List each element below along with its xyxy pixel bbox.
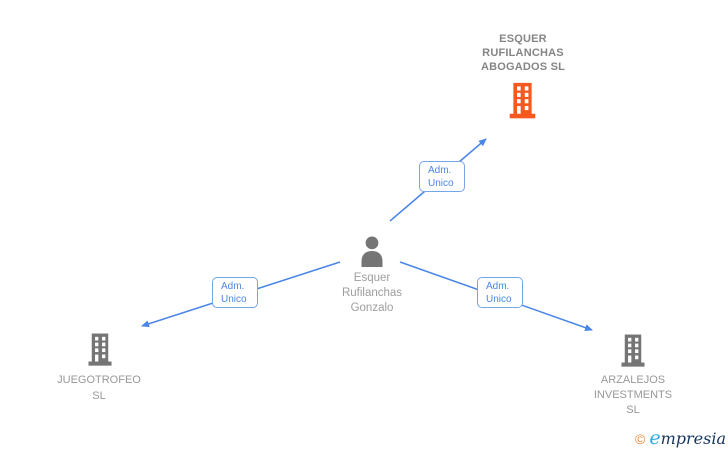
brand-rest: mpresia [660,429,726,448]
company-right-name-line1: ARZALEJOS [600,374,666,386]
edge-label-line1: Adm. [221,280,245,292]
building-icon[interactable] [86,333,114,367]
company-right-name-line2: INVESTMENTS [593,389,673,401]
building-icon[interactable] [619,334,647,368]
brand-wordmark: empresia [649,429,726,448]
company-left-name-line2: SL [92,390,106,402]
company-left-name-line1: JUEGOTROFEO [57,374,141,386]
company-right-name-line3: SL [626,404,640,416]
edge-label-adm-unico-top: Adm. Unico [419,161,465,192]
person-name-line3: Gonzalo [350,302,394,314]
edge-label-line1: Adm. [486,280,510,292]
edge-label-line1: Adm. [428,164,452,176]
company-top-name-line3: ABOGADOS SL [480,61,566,73]
company-top-name-line1: ESQUER [499,33,547,45]
empresia-logo[interactable]: © empresia [635,429,726,448]
company-left-name[interactable]: JUEGOTROFEO SL [39,372,159,404]
company-right-name[interactable]: ARZALEJOS INVESTMENTS SL [573,373,693,418]
company-top-name[interactable]: ESQUER RUFILANCHAS ABOGADOS SL [448,32,598,74]
edge-label-line2: Unico [428,177,454,189]
company-top-name-line2: RUFILANCHAS [482,47,564,59]
person-name-line1: Esquer [353,272,391,284]
edge-label-line2: Unico [486,293,512,305]
person-icon[interactable] [358,236,386,267]
brand-initial: e [649,427,661,449]
person-name[interactable]: Esquer Rufilanchas Gonzalo [310,271,434,316]
edge-label-adm-unico-left: Adm. Unico [212,277,258,308]
edge-label-line2: Unico [221,293,247,305]
edge-label-adm-unico-right: Adm. Unico [477,277,523,308]
person-name-line2: Rufilanchas [341,287,403,299]
copyright-icon: © [635,431,646,447]
building-icon[interactable] [507,82,538,120]
